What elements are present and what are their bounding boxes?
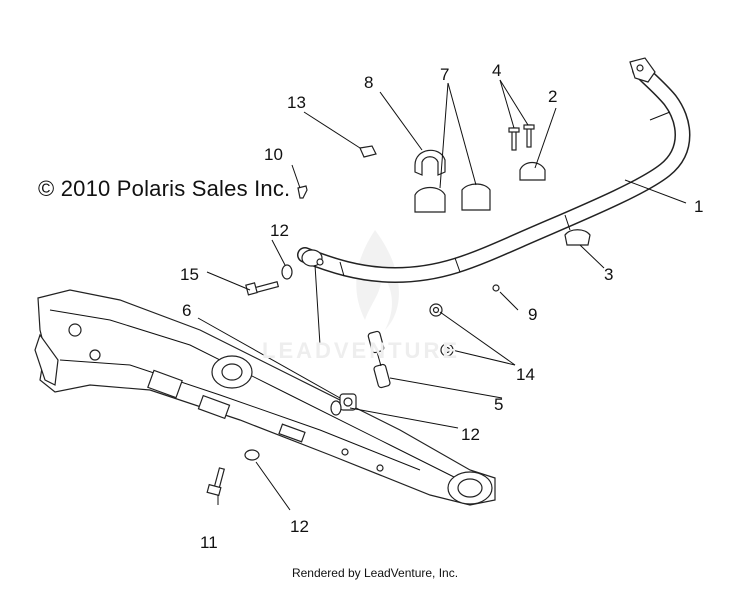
watermark-text: LEADVENTURE xyxy=(262,338,461,363)
nut-9 xyxy=(492,284,500,292)
callout-5: 5 xyxy=(494,395,503,414)
callout-1: 1 xyxy=(694,197,703,216)
callout-11: 11 xyxy=(200,533,218,552)
leader-lines xyxy=(197,79,687,511)
bolt-15 xyxy=(245,280,280,296)
callout-8: 8 xyxy=(364,73,373,92)
nut-13 xyxy=(359,145,377,158)
bolt-11 xyxy=(206,467,225,497)
callout-9: 9 xyxy=(528,305,537,324)
footer-credit: Rendered by LeadVenture, Inc. xyxy=(291,566,459,580)
callout-numbers: 1 2 3 4 5 6 7 8 9 10 11 12 12 12 13 14 1… xyxy=(180,61,703,552)
bushing-3 xyxy=(564,229,591,246)
bolt-10 xyxy=(297,185,308,199)
bushing-6 xyxy=(339,393,357,411)
bushing-2 xyxy=(519,161,546,181)
bolts-4 xyxy=(508,124,535,151)
washers-12 xyxy=(244,264,342,461)
callout-12a: 12 xyxy=(270,221,289,240)
copyright-text: © 2010 Polaris Sales Inc. xyxy=(38,176,291,201)
trailing-arm xyxy=(34,289,496,506)
callout-14: 14 xyxy=(516,365,535,384)
clamp-8 xyxy=(414,149,446,176)
callout-4: 4 xyxy=(492,61,501,80)
callout-2: 2 xyxy=(548,87,557,106)
callout-13: 13 xyxy=(287,93,306,112)
callout-10: 10 xyxy=(264,145,283,164)
bushings-7 xyxy=(414,183,491,213)
stabilizer-bar xyxy=(297,57,691,284)
callout-7: 7 xyxy=(440,65,449,84)
callout-6: 6 xyxy=(182,301,191,320)
callout-12c: 12 xyxy=(290,517,309,536)
callout-3: 3 xyxy=(604,265,613,284)
callout-15: 15 xyxy=(180,265,199,284)
callout-12b: 12 xyxy=(461,425,480,444)
link-5 xyxy=(367,330,391,389)
